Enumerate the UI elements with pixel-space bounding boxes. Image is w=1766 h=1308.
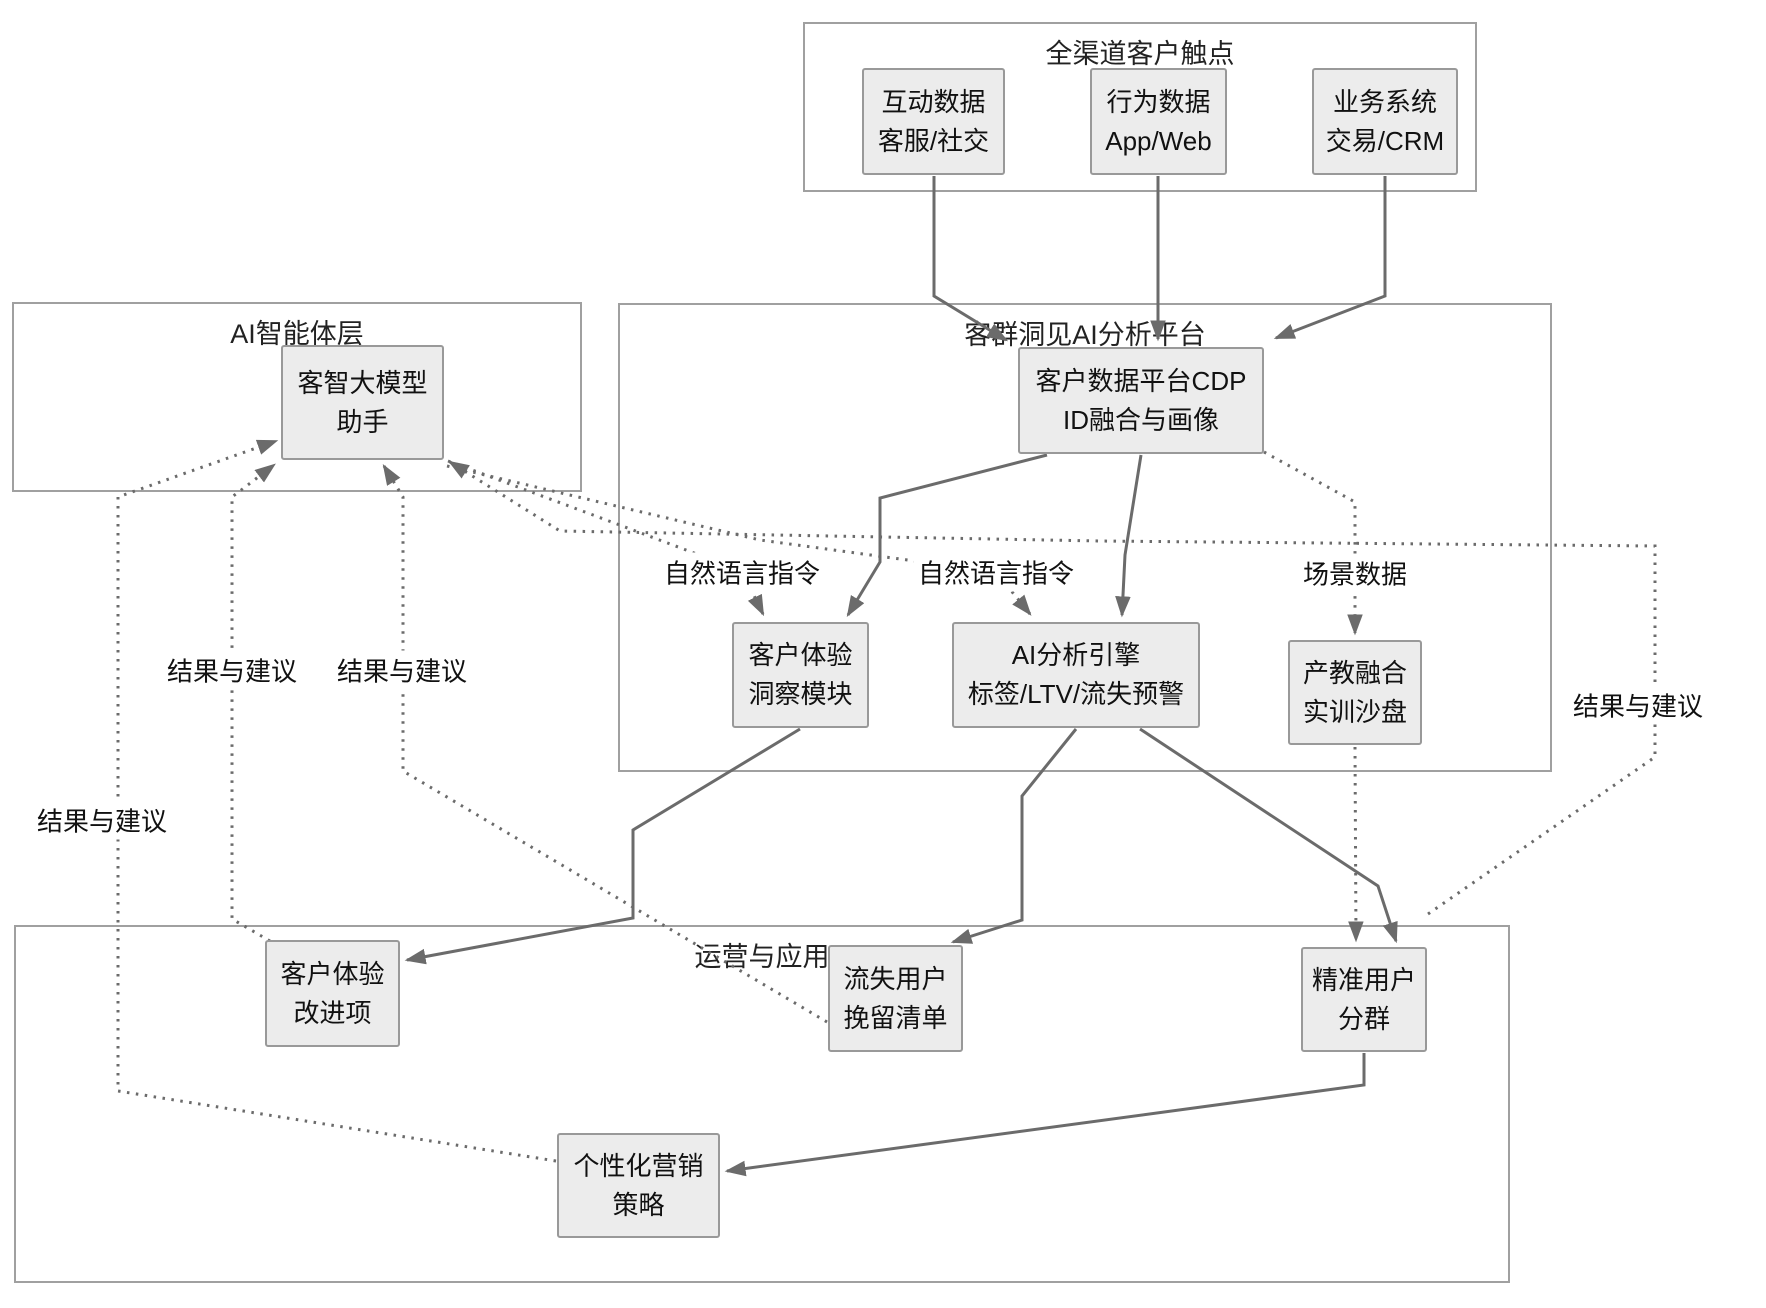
edge-ai-engine-to-segments [1139, 727, 1398, 944]
node-ai-analysis-engine: AI分析引擎 标签/LTV/流失预警 [952, 622, 1200, 728]
edge-label-natural-language-2: 自然语言指令 [913, 552, 1079, 592]
edge-churn-list-to-assistant [382, 463, 828, 1024]
edge-label-results-1: 结果与建议 [162, 650, 302, 690]
edge-assistant-to-cx-module [447, 459, 765, 617]
edge-cx-module-to-improvements [404, 727, 801, 965]
node-cx-improvements: 客户体验 改进项 [265, 940, 400, 1047]
edge-label-results-3: 结果与建议 [32, 800, 172, 840]
edge-label-scene-data: 场景数据 [1298, 553, 1412, 593]
edge-label-results-2: 结果与建议 [332, 650, 472, 690]
node-llm-assistant: 客智大模型 助手 [281, 345, 444, 460]
edge-cdp-to-ai-engine [1115, 454, 1143, 618]
edge-segments-to-marketing [724, 1053, 1366, 1177]
node-training-sandbox: 产教融合 实训沙盘 [1288, 640, 1422, 745]
node-precise-segments: 精准用户 分群 [1301, 947, 1427, 1052]
node-interaction-data: 互动数据 客服/社交 [862, 68, 1005, 175]
edge-improvements-to-assistant [230, 463, 276, 943]
edge-label-natural-language-1: 自然语言指令 [659, 552, 825, 592]
edge-cdp-to-cx-module [846, 453, 1048, 618]
node-cx-insight-module: 客户体验 洞察模块 [732, 622, 869, 728]
container-ai-layer-title: AI智能体层 [230, 319, 364, 349]
node-cdp: 客户数据平台CDP ID融合与画像 [1018, 347, 1264, 454]
edge-business-to-cdp [1273, 176, 1387, 340]
edge-sandbox-to-segments [1348, 746, 1364, 943]
edge-label-results-4: 结果与建议 [1568, 685, 1708, 725]
node-personalized-marketing: 个性化营销 策略 [557, 1133, 720, 1238]
container-touchpoints-title: 全渠道客户触点 [1045, 39, 1235, 69]
container-operations: 运营与应用 [14, 925, 1510, 1283]
edge-segments-to-assistant [447, 460, 1657, 916]
node-business-systems: 业务系统 交易/CRM [1312, 68, 1458, 175]
edge-marketing-to-assistant [116, 439, 557, 1163]
node-behavior-data: 行为数据 App/Web [1090, 68, 1227, 175]
edge-ai-engine-to-churn-list [950, 728, 1078, 944]
edge-interaction-to-cdp [932, 176, 1009, 342]
edge-assistant-to-ai-engine [446, 464, 1032, 616]
node-churn-retention-list: 流失用户 挽留清单 [828, 945, 963, 1052]
